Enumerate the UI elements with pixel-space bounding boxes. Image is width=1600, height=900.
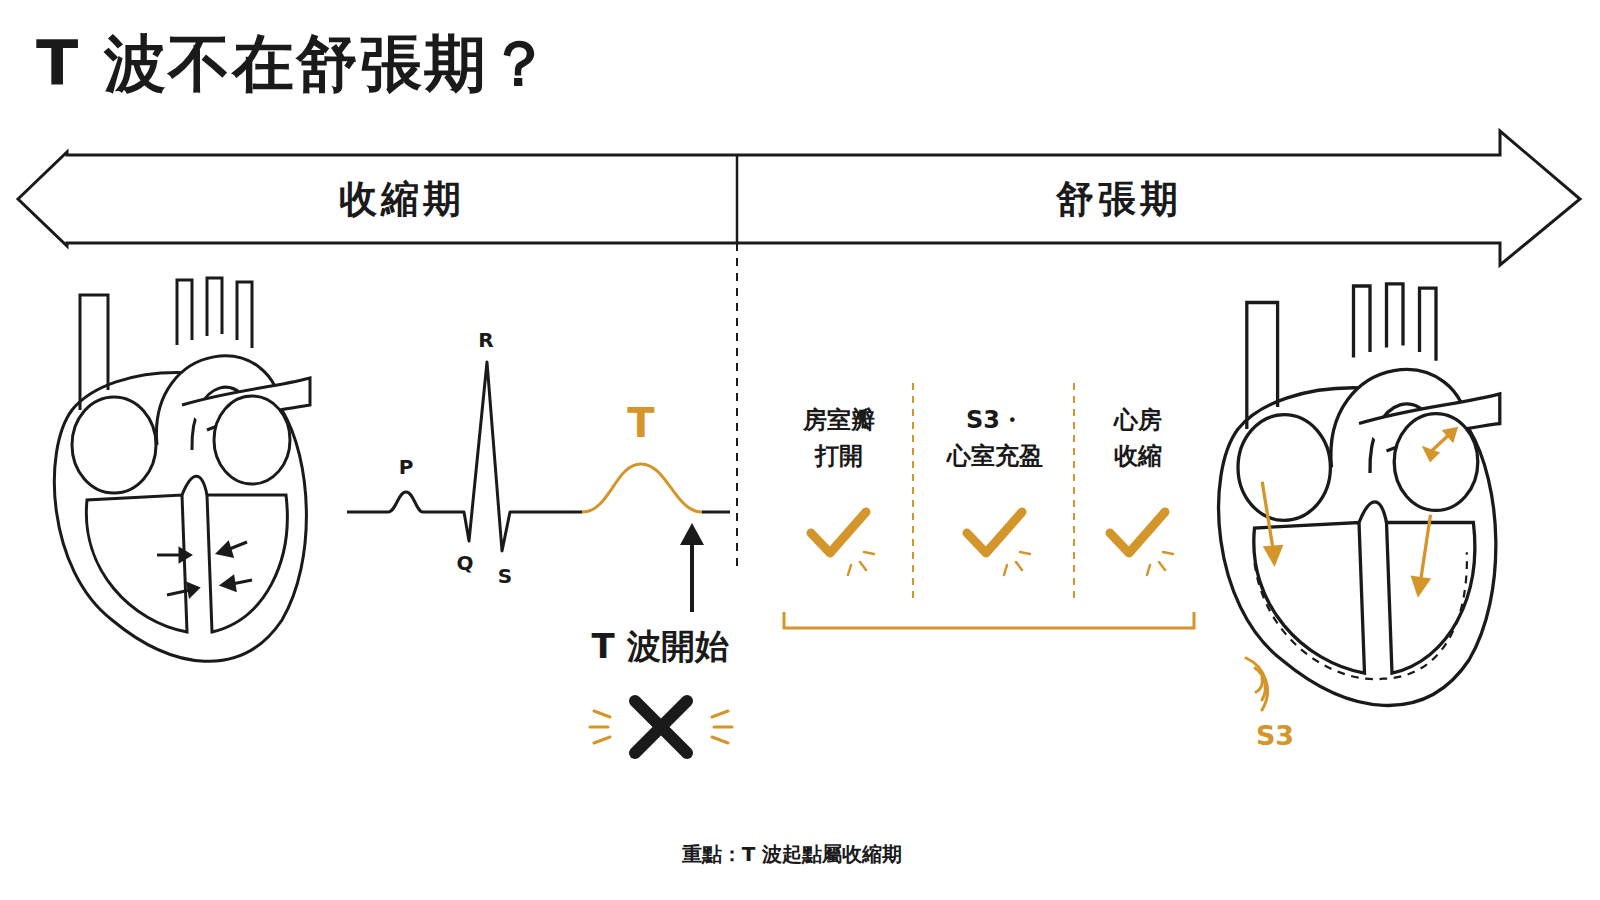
diastole-heart-part-part	[1413, 578, 1428, 595]
pointer-arrow	[680, 523, 704, 612]
check-mark	[811, 512, 1173, 575]
systole-heart-part-part	[180, 549, 190, 561]
check-mark-part-part	[1163, 552, 1173, 554]
diastole-heart	[1219, 284, 1500, 706]
cross-mark	[590, 701, 732, 753]
cross-mark-part-part	[594, 737, 610, 743]
systole-heart-part-part	[167, 590, 190, 595]
phase-name: 收縮期	[339, 174, 465, 225]
systole-heart-part-part	[188, 584, 198, 596]
systole-heart-part-part	[222, 577, 235, 590]
column-divider	[913, 383, 1074, 602]
time-band-part	[18, 131, 1580, 265]
column-divider-part	[1073, 383, 1075, 602]
check-mark-part	[811, 512, 866, 553]
systole-heart-part-part	[218, 543, 232, 556]
wave-letter: R	[478, 325, 493, 355]
check-mark-part-part	[1020, 552, 1030, 554]
sound-label: S3	[1256, 716, 1294, 757]
check-mark-part-part	[1159, 562, 1165, 570]
pointer-arrow-part	[680, 523, 704, 545]
check-mark-part-part	[860, 562, 866, 570]
cross-mark-part-part	[714, 726, 732, 729]
diastole-heart-part-part	[1266, 547, 1281, 564]
diastole-heart-part-part	[1262, 482, 1273, 550]
ecg-trace-part	[702, 511, 730, 514]
wave-letter: P	[399, 452, 414, 482]
s3-sound-part	[1256, 678, 1262, 692]
s3-sound	[1246, 658, 1267, 710]
systole-heart-part-part	[157, 554, 180, 557]
systole-heart	[54, 278, 310, 661]
event-label: S3・ 心室充盈	[935, 402, 1055, 474]
check-mark-part	[1110, 512, 1165, 553]
check-mark-part-part	[1004, 565, 1007, 575]
cross-mark-part	[635, 701, 687, 753]
cross-mark-part-part	[590, 726, 608, 729]
cross-mark-part-part	[594, 711, 610, 717]
diagram-title: T 波不在舒張期？	[36, 22, 552, 106]
check-mark-part	[848, 552, 1173, 575]
phase-band: 收縮期	[67, 155, 737, 243]
cross-mark-part-part	[712, 737, 728, 743]
diastole-heart-part	[1262, 429, 1456, 594]
diagram-caption: 重點：T 波起點屬收縮期	[682, 841, 903, 868]
ecg-trace-part	[347, 362, 582, 551]
phase-name: 舒張期	[1056, 174, 1182, 225]
event-label: 心房 收縮	[1100, 402, 1176, 474]
ecg-trace-part	[582, 464, 702, 512]
ecg-trace	[347, 362, 730, 551]
phase-band: 舒張期	[737, 155, 1500, 243]
pointer-label: T 波開始	[591, 621, 728, 672]
check-mark-part	[967, 512, 1022, 553]
check-mark-part-part	[1147, 565, 1150, 575]
diastole-heart-part-part	[1445, 429, 1456, 440]
systole-heart-part	[54, 278, 310, 661]
pointer-arrow-part	[690, 540, 694, 612]
check-mark-part-part	[864, 552, 874, 554]
group-bracket	[784, 612, 1194, 628]
diastole-heart-part-part	[1425, 449, 1437, 460]
diastole-heart-part-part	[1432, 435, 1450, 452]
check-mark-part-part	[1016, 562, 1022, 570]
cross-mark-part-part	[712, 711, 728, 717]
wave-letter: Q	[456, 548, 473, 578]
time-band-part	[736, 155, 739, 243]
wave-letter: S	[498, 561, 512, 591]
check-mark-part-part	[848, 565, 851, 575]
time-band-part	[736, 243, 738, 566]
systole-heart-part	[157, 542, 252, 596]
event-label: 房室瓣 打開	[784, 402, 894, 474]
s3-sound-part	[1246, 658, 1267, 710]
cross-mark-part	[590, 711, 732, 743]
diastole-heart-part-part	[1421, 515, 1431, 581]
column-divider-part	[912, 383, 914, 602]
cross-mark-part	[635, 701, 687, 753]
diastole-heart-part	[1255, 552, 1467, 679]
wave-letter: T	[627, 393, 654, 453]
diastole-heart-part	[1219, 284, 1500, 706]
